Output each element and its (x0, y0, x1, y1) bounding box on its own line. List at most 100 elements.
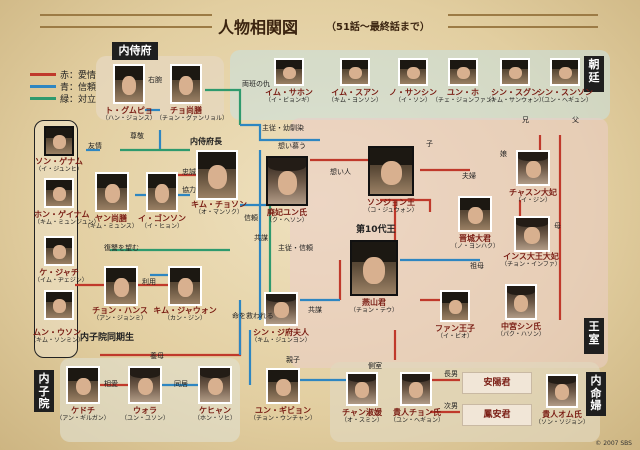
person-nosanshin: ノ・サンシン（イ・ソン） (384, 88, 442, 104)
legend-swatch-red (30, 72, 56, 76)
person-actor: （アン・ギルガン） (56, 415, 110, 422)
rel-trust: 信頼 (244, 214, 258, 222)
person-shinsunson: シン・スンソン（ユン・ヘギュン） (534, 88, 596, 104)
person-actor: （ホン・ソヒ） (193, 415, 236, 422)
legend-swatch-blue (30, 84, 56, 88)
rel-saved: 命を救われる (232, 312, 274, 320)
hair-shape (200, 368, 230, 378)
portrait-chungung (505, 284, 537, 320)
rel-grandmother: 祖母 (470, 262, 484, 270)
person-actor: （キム・ヨンソン） (327, 97, 382, 104)
portrait-insu (514, 216, 550, 252)
rel-couple: 夫婦 (462, 172, 476, 180)
header-ornament-right (448, 14, 598, 28)
person-kijinchon: 貴人チョン氏（ユン・ヘギョン） (388, 408, 446, 424)
face-shape (113, 278, 129, 297)
line-josang-enemy (205, 88, 242, 125)
rel-child: 子 (426, 140, 433, 148)
line-shuju (240, 123, 320, 142)
portrait-kimjawon (168, 266, 202, 306)
rel-second: 次男 (444, 402, 458, 410)
face-shape (122, 76, 136, 95)
rel-friend: 友情 (88, 142, 102, 150)
hat-shape (442, 292, 468, 303)
person-actor: （イ・ジュンヒ） (35, 166, 83, 173)
hat-shape (400, 60, 426, 70)
chart-title: 人物相関図 (218, 18, 299, 37)
rel-concubine: 側室 (368, 362, 382, 370)
hair-shape (348, 374, 376, 383)
rel-cooperate: 協力 (182, 186, 196, 194)
portrait-nosanshin (398, 58, 428, 86)
person-name: 燕山君 (362, 298, 386, 307)
hat-shape (148, 174, 176, 188)
rel-respect: 尊敬 (130, 132, 144, 140)
rel-brother: 兄 (522, 116, 529, 124)
hat-shape (502, 60, 528, 70)
portrait-shinji (264, 292, 298, 326)
face-shape (555, 384, 569, 400)
person-name: ケドチ (71, 406, 95, 415)
person-shinsugun: シン・スグン（キム・サンウォン） (484, 88, 546, 104)
box-anyang: 安陽君 (462, 372, 532, 394)
person-actor: （チョン・テウ） (349, 307, 398, 314)
person-name: チョン・ハンス (92, 306, 148, 315)
face-shape (448, 299, 462, 315)
person-name: ムン・ウソン (33, 328, 81, 337)
person-imsahon: イム・サホン（イ・ビョンギ） (254, 88, 324, 104)
person-fanoji: ファン王子（イ・ビオ） (428, 324, 482, 340)
line-foster-mother (100, 318, 242, 357)
line-couple (380, 198, 432, 212)
portrait-chansukuen (346, 372, 378, 406)
portrait-yonsangun (350, 240, 398, 296)
rel-cohabit: 同居 (174, 380, 188, 388)
portrait-shinsugun (500, 58, 530, 86)
person-actor: （イ・ヒョン） (140, 223, 183, 230)
person-name: ソン・ゲナム (35, 157, 83, 166)
hat-shape (342, 60, 368, 70)
portrait-yungibyon (266, 368, 300, 404)
section-naishiin: 内子院 (34, 370, 54, 412)
person-chasun: チャスン大妃（イ・ジン） (504, 188, 562, 204)
person-shinji: シン・ジ府夫人（キム・ジュンヨン） (244, 328, 318, 344)
face-shape (179, 76, 193, 95)
legend-label-blue: 青：信頼 (60, 82, 97, 93)
person-hongeinam: ホン・ゲイナム（キム・ミュンジュン） (34, 210, 100, 226)
person-name: ソンジョン王 (367, 198, 415, 207)
face-shape (363, 256, 385, 284)
rel-father: 父 (572, 116, 579, 124)
person-actor: （アン・ジョンミ） (93, 315, 147, 322)
person-yunho: ユン・ホ（チェ・ジョンファン） (432, 88, 498, 104)
hair-shape (507, 286, 535, 295)
person-actor: （カン・ジン） (163, 315, 206, 322)
legend-label-red: 赤：愛情 (60, 70, 97, 81)
person-actor: （キム・ミュンス） (84, 223, 138, 230)
person-actor: （イ・ビオ） (436, 333, 473, 340)
hat-shape (46, 128, 72, 138)
section-naimeifu: 内命婦 (586, 372, 606, 416)
person-chungung: 中宮シン氏（パク・ハソン） (492, 322, 550, 338)
person-insu: インス大王大妃（チョン・インファ） (494, 252, 568, 268)
person-actor: （チョン・グァンリョル） (156, 115, 229, 122)
portrait-josang (170, 64, 202, 104)
hat-shape (276, 60, 302, 70)
person-actor: （キム・ミュンジュン） (34, 219, 100, 226)
copyright: © 2007 SBS (595, 440, 632, 447)
hair-shape (516, 218, 548, 227)
portrait-songenam (44, 126, 74, 156)
portrait-kedochi (66, 366, 100, 404)
rel-plot2: 共謀 (308, 306, 322, 314)
rel-right-hand: 右腕 (148, 76, 162, 84)
rel-plot: 共謀 (254, 234, 268, 242)
legend-item-blue: 青：信頼 (30, 80, 110, 93)
person-name: ケヒャン (199, 406, 231, 415)
hat-shape (68, 368, 98, 381)
hat-shape (172, 66, 200, 80)
hat-shape (370, 148, 412, 166)
person-actor: （コ・ジュウォン） (364, 207, 418, 214)
portrait-munuson (44, 290, 74, 320)
person-actor: （チェ・ジョンファン） (432, 97, 498, 104)
person-actor: （イ・ソン） (394, 97, 431, 104)
portrait-songjong (368, 146, 414, 196)
person-actor: （オ・マンソク） (194, 209, 243, 216)
